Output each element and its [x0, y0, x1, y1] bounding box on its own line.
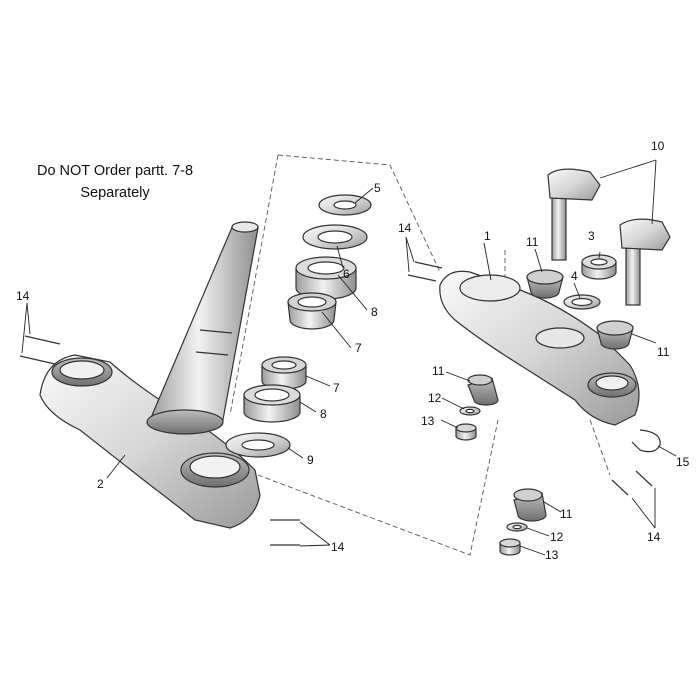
order-note-line-1: Do NOT Order partt. 7-8	[36, 163, 194, 179]
upper-triple-clamp-part	[439, 270, 640, 426]
callout-leader-lines	[21, 159, 677, 556]
callout-7-upper: 7	[355, 341, 362, 355]
callout-14-bottom: 14	[331, 540, 345, 554]
lower-triple-clamp-part	[39, 221, 261, 529]
callout-labels: 1 2 3 4 5 6 7 7 8 8 9 10 11 11 11 11 12 …	[16, 139, 690, 562]
callout-11-b: 11	[657, 345, 670, 359]
clamp-bolt-parts	[19, 261, 653, 546]
callout-5: 5	[374, 181, 381, 195]
callout-11-a: 11	[526, 235, 539, 249]
callout-6: 6	[343, 267, 350, 281]
callout-14-upper: 14	[398, 221, 412, 235]
callout-4: 4	[571, 269, 578, 283]
callout-2: 2	[97, 477, 104, 491]
callout-12-b: 12	[550, 530, 564, 544]
callout-1: 1	[484, 229, 491, 243]
handlebar-risers-part	[547, 168, 671, 306]
spring-clip-part	[631, 429, 661, 453]
callout-13-a: 13	[421, 414, 435, 428]
callout-11-c: 11	[432, 364, 445, 378]
callout-11-d: 11	[560, 507, 573, 521]
assembly-guide-lines	[229, 154, 611, 556]
callout-8-upper: 8	[371, 305, 378, 319]
bearing-stack	[225, 194, 372, 458]
callout-7-lower: 7	[333, 381, 340, 395]
callout-3: 3	[588, 229, 595, 243]
callout-15: 15	[676, 455, 690, 469]
callout-8-lower: 8	[320, 407, 327, 421]
callout-10: 10	[651, 139, 665, 153]
nut-and-washer-parts	[563, 254, 617, 310]
callout-9: 9	[307, 453, 314, 467]
callout-12-a: 12	[428, 391, 442, 405]
callout-13-b: 13	[545, 548, 559, 562]
callout-14-left: 14	[16, 289, 30, 303]
order-note-line-2: Separately	[80, 185, 150, 201]
washer-and-nut-parts	[455, 406, 528, 556]
rubber-mount-parts	[467, 269, 634, 522]
callout-14-right: 14	[647, 530, 661, 544]
